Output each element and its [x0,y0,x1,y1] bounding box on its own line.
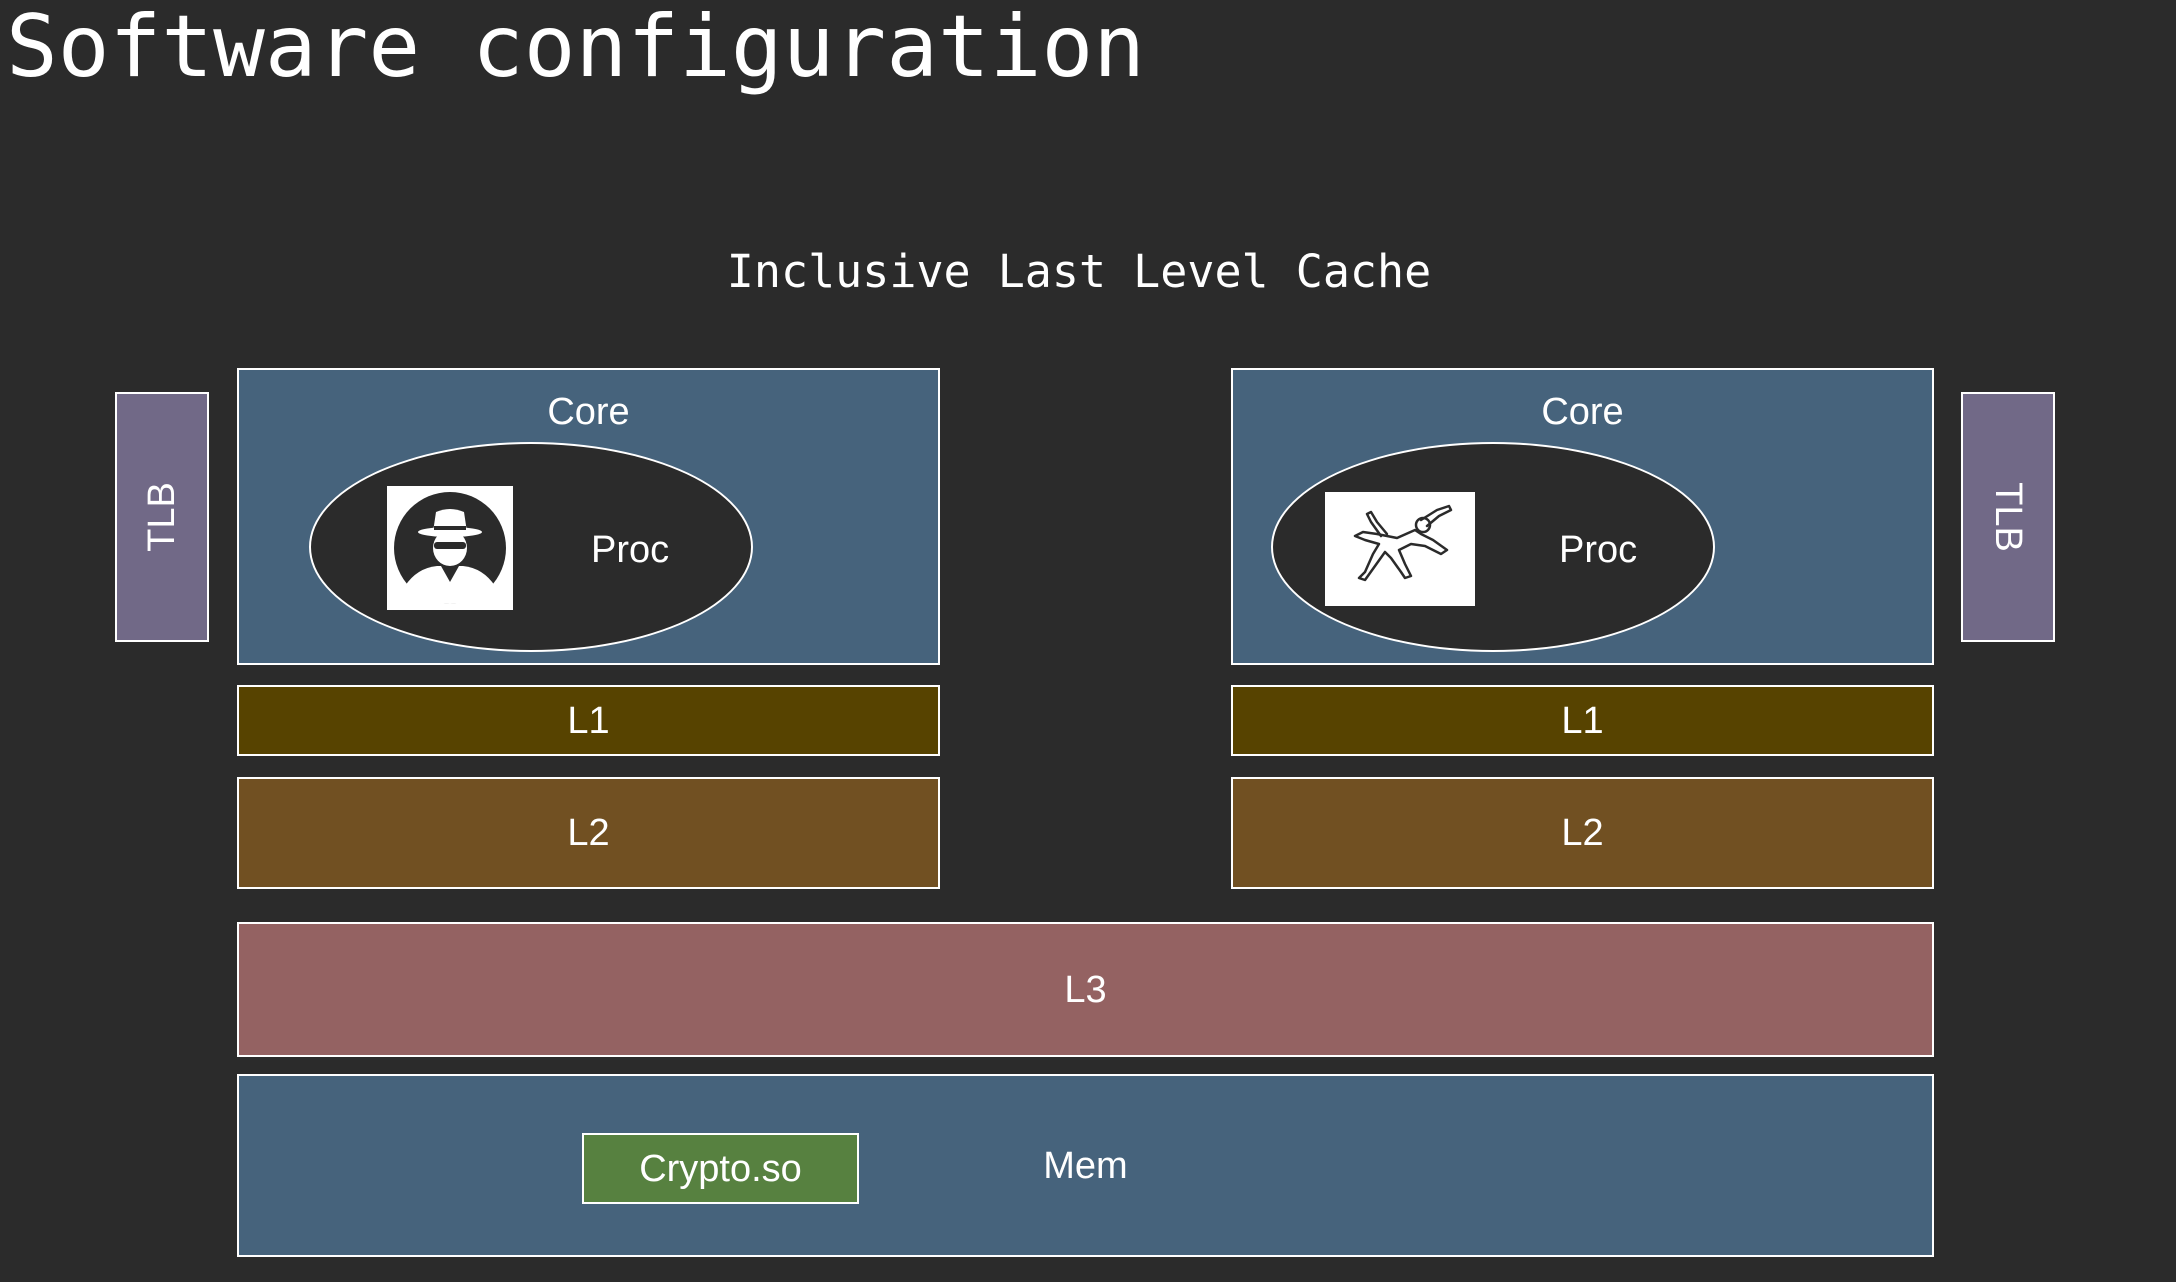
l1-left: L1 [237,685,940,756]
mem-label: Mem [1043,1144,1128,1187]
crypto-library: Crypto.so [582,1133,859,1204]
crypto-label: Crypto.so [639,1147,802,1190]
tlb-left: TLB [115,392,209,642]
proc-right: Proc [1271,442,1715,652]
l2-right-label: L2 [1561,812,1604,854]
core-left-label: Core [547,391,630,433]
main-memory: Mem Crypto.so [237,1074,1934,1257]
core-right-label: Core [1541,391,1624,433]
l2-right: L2 [1231,777,1934,889]
l1-right-label: L1 [1561,699,1604,742]
l1-right: L1 [1231,685,1934,756]
tlb-right: TLB [1961,392,2055,642]
l2-left-label: L2 [567,812,610,854]
l1-left-label: L1 [567,699,610,742]
proc-left: Proc [309,442,753,652]
core-left: Core Proc [237,368,940,665]
slide-title: Software configuration [6,0,1146,97]
diagram-subtitle: Inclusive Last Level Cache [726,245,1432,298]
l2-left: L2 [237,777,940,889]
proc-right-label: Proc [1559,529,1638,571]
tlb-left-label: TLB [141,482,183,552]
victim-outline-icon [1325,492,1475,606]
l3-cache: L3 [237,922,1934,1057]
proc-left-label: Proc [591,529,670,571]
core-right: Core Proc [1231,368,1934,665]
spy-icon [387,486,513,610]
tlb-right-label: TLB [1987,482,2029,552]
l3-label: L3 [1064,968,1107,1011]
